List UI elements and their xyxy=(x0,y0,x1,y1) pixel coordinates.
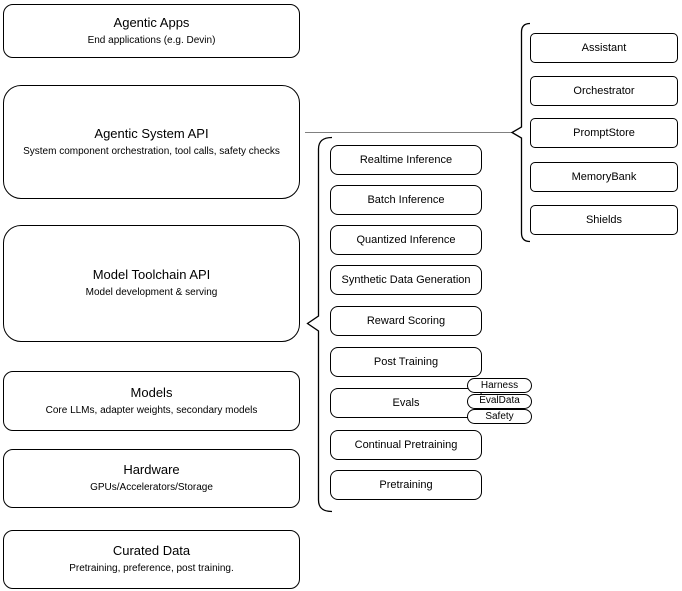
box-title: Agentic Apps xyxy=(113,14,190,30)
toolchain-box-synthetic-data-generation: Synthetic Data Generation xyxy=(330,265,482,295)
toolchain-box-evals: Evals xyxy=(330,388,482,418)
component-box-label: Orchestrator xyxy=(573,85,635,97)
box-model-toolchain-api: Model Toolchain API Model development & … xyxy=(3,225,300,342)
box-title: Models xyxy=(130,384,173,400)
box-agentic-system-api: Agentic System API System component orch… xyxy=(3,85,300,199)
component-box-orchestrator: Orchestrator xyxy=(530,76,678,106)
toolchain-box-label: Reward Scoring xyxy=(366,315,446,327)
box-subtitle: End applications (e.g. Devin) xyxy=(87,34,216,46)
toolchain-group-bracket xyxy=(306,136,333,513)
box-subtitle: Pretraining, preference, post training. xyxy=(69,563,234,575)
component-box-promptstore: PromptStore xyxy=(530,118,678,148)
toolchain-box-realtime-inference: Realtime Inference xyxy=(330,145,482,175)
toolchain-box-reward-scoring: Reward Scoring xyxy=(330,306,482,336)
toolchain-box-label: Pretraining xyxy=(379,479,433,491)
toolchain-box-label: Batch Inference xyxy=(367,194,445,206)
toolchain-box-quantized-inference: Quantized Inference xyxy=(330,225,482,255)
component-box-shields: Shields xyxy=(530,205,678,235)
box-agentic-apps: Agentic Apps End applications (e.g. Devi… xyxy=(3,4,300,58)
box-models: Models Core LLMs, adapter weights, secon… xyxy=(3,371,300,431)
evals-tag-label: Safety xyxy=(485,410,514,422)
toolchain-box-label: Post Training xyxy=(373,356,439,368)
box-title: Agentic System API xyxy=(94,125,209,141)
component-box-label: Shields xyxy=(585,214,623,226)
system-components-group-bracket xyxy=(510,22,531,243)
box-subtitle: GPUs/Accelerators/Storage xyxy=(90,482,213,494)
evals-tag-evaldata: EvalData xyxy=(467,393,532,409)
component-box-label: Assistant xyxy=(581,42,627,54)
component-box-label: PromptStore xyxy=(573,127,635,139)
component-box-assistant: Assistant xyxy=(530,33,678,63)
evals-tag-label: EvalData xyxy=(479,395,520,406)
box-title: Curated Data xyxy=(112,543,191,559)
evals-tag-harness: Harness xyxy=(467,378,532,393)
box-subtitle: Model development & serving xyxy=(85,287,218,299)
box-hardware: Hardware GPUs/Accelerators/Storage xyxy=(3,449,300,508)
toolchain-box-batch-inference: Batch Inference xyxy=(330,185,482,215)
evals-tag-label: Harness xyxy=(480,379,519,391)
toolchain-box-label: Continual Pretraining xyxy=(354,439,458,451)
toolchain-box-continual-pretraining: Continual Pretraining xyxy=(330,430,482,460)
box-title: Hardware xyxy=(123,462,180,478)
toolchain-box-label: Realtime Inference xyxy=(359,154,453,166)
toolchain-box-pretraining: Pretraining xyxy=(330,470,482,500)
box-curated-data: Curated Data Pretraining, preference, po… xyxy=(3,530,300,589)
toolchain-box-label: Evals xyxy=(392,397,420,409)
toolchain-box-post-training: Post Training xyxy=(330,347,482,377)
component-box-memorybank: MemoryBank xyxy=(530,162,678,192)
component-box-label: MemoryBank xyxy=(571,171,637,183)
toolchain-box-label: Quantized Inference xyxy=(356,234,456,246)
box-subtitle: System component orchestration, tool cal… xyxy=(23,145,280,157)
box-title: Model Toolchain API xyxy=(92,267,211,283)
evals-tag-safety: Safety xyxy=(467,409,532,424)
toolchain-box-label: Synthetic Data Generation xyxy=(341,274,471,286)
box-subtitle: Core LLMs, adapter weights, secondary mo… xyxy=(45,404,258,416)
